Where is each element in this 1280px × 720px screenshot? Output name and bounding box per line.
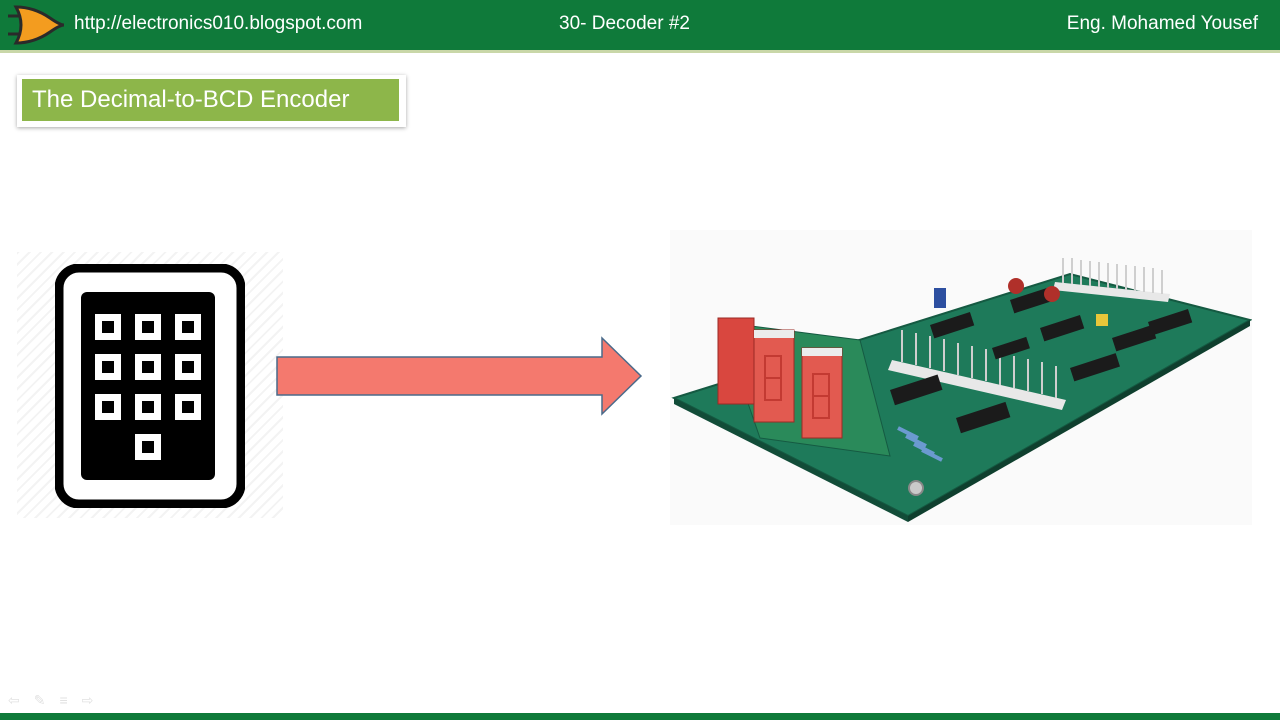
pen-icon[interactable]: ✎ bbox=[33, 692, 46, 708]
slide-controls: ⇦ ✎ ≡ ⇨ bbox=[8, 692, 93, 709]
menu-icon[interactable]: ≡ bbox=[59, 692, 68, 708]
header-bar: http://electronics010.blogspot.com 30- D… bbox=[0, 0, 1280, 53]
keypad-illustration bbox=[17, 252, 283, 518]
footer-bar bbox=[0, 713, 1280, 720]
lecture-title: 30- Decoder #2 bbox=[559, 13, 690, 34]
circuit-board-image bbox=[670, 230, 1253, 525]
keypad-icon bbox=[55, 264, 245, 508]
next-slide-icon[interactable]: ⇨ bbox=[81, 692, 94, 708]
right-arrow-icon bbox=[276, 336, 643, 416]
author-name: Eng. Mohamed Yousef bbox=[1066, 13, 1258, 34]
or-gate-logo-icon bbox=[8, 5, 65, 45]
circuit-board-drawing bbox=[671, 258, 1253, 522]
slide-title: The Decimal-to-BCD Encoder bbox=[22, 79, 399, 121]
blog-url-link[interactable]: http://electronics010.blogspot.com bbox=[74, 13, 363, 34]
prev-slide-icon[interactable]: ⇦ bbox=[8, 692, 20, 708]
slide-title-box: The Decimal-to-BCD Encoder bbox=[17, 75, 406, 127]
